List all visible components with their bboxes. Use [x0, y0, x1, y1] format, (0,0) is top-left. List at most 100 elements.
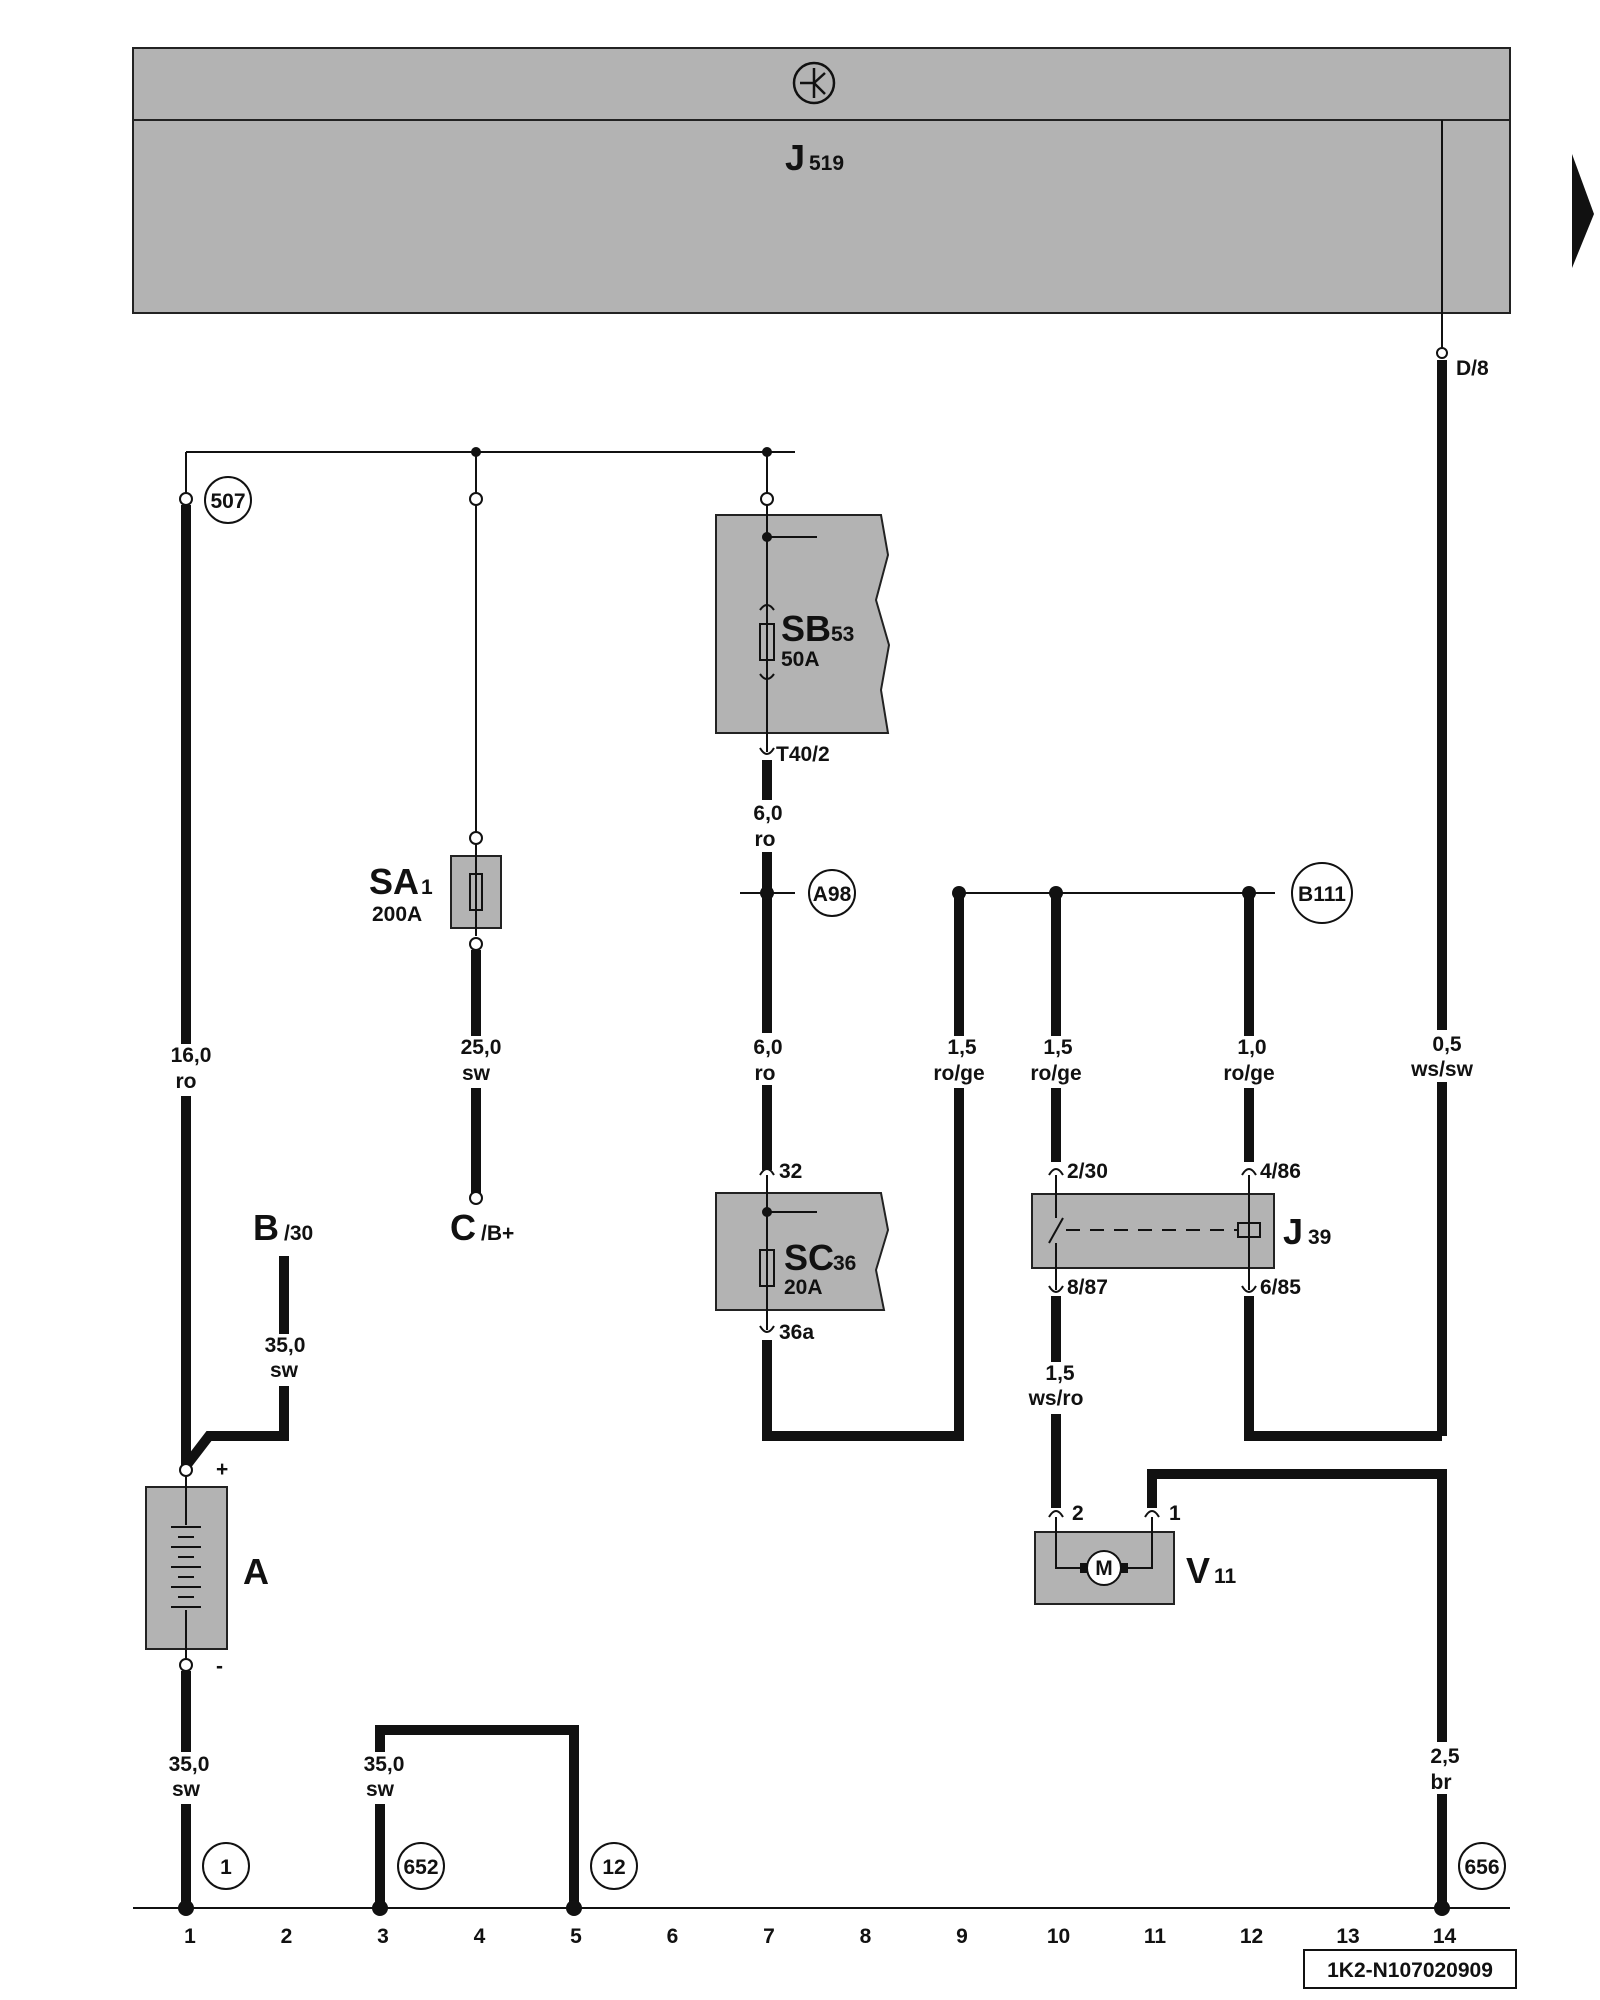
connector-icon — [1241, 1168, 1257, 1176]
battery-cells-icon — [171, 1526, 201, 1608]
wire-gauge: 6,0 — [753, 1036, 782, 1059]
connector-icon — [759, 747, 775, 755]
relay-sub: 39 — [1308, 1226, 1331, 1249]
wire-color: ro/ge — [1223, 1062, 1274, 1085]
connector-icon — [1048, 1285, 1064, 1293]
motor-label: V — [1186, 1550, 1210, 1591]
wire-35-sw-bridge — [375, 1725, 579, 1908]
top-bus — [179, 447, 795, 838]
terminal — [760, 492, 774, 506]
next-page-arrow-icon[interactable] — [1572, 154, 1594, 268]
column-number: 12 — [1240, 1925, 1263, 1948]
terminal — [179, 1463, 193, 1477]
relay-pin-6-85: 6/85 — [1260, 1276, 1301, 1299]
terminal-b-label: B — [253, 1207, 279, 1248]
diagram-code: 1K2-N107020909 — [1327, 1959, 1493, 1982]
wire-gauge: 25,0 — [461, 1036, 502, 1059]
wire-color: sw — [462, 1062, 491, 1085]
fuse-sa1-rating: 200A — [372, 903, 422, 926]
wire-gauge: 35,0 — [169, 1753, 210, 1776]
terminal — [179, 492, 193, 506]
terminal — [179, 1658, 193, 1672]
motor-sub: 11 — [1214, 1565, 1237, 1588]
wire-color: sw — [270, 1359, 299, 1382]
wire-color: sw — [366, 1778, 395, 1801]
wire-gauge: 1,5 — [1043, 1036, 1073, 1059]
column-number: 7 — [763, 1925, 775, 1948]
wire-label-bg — [352, 1752, 408, 1804]
relay-j39: 2/30 4/86 8/87 6/85 J 39 — [1031, 1160, 1331, 1299]
connector-icon — [1048, 1510, 1064, 1518]
relay-coil-icon — [1237, 1222, 1261, 1238]
ref-1: 1 — [202, 1842, 250, 1890]
control-unit-pin-d8: D/8 — [1456, 357, 1489, 380]
connector-icon — [759, 604, 775, 611]
fuse-sc36-pin-out: 36a — [779, 1321, 814, 1344]
fuse-sc36-label: SC — [784, 1237, 834, 1278]
ref-a98: A98 — [808, 869, 856, 917]
ref-12: 12 — [590, 1842, 638, 1890]
fuse-holder-sb: SB 53 50A T40/2 — [715, 505, 891, 766]
wire-label-bg — [932, 1036, 988, 1088]
wire-gauge: 1,5 — [947, 1036, 977, 1059]
column-number: 8 — [860, 1925, 872, 1948]
wire-label-bg — [168, 1044, 206, 1096]
ref-b111: B111 — [1291, 862, 1353, 924]
wire-gauge: 35,0 — [364, 1753, 405, 1776]
motor-symbol: M — [1095, 1557, 1113, 1580]
terminal — [469, 1191, 483, 1205]
connector-icon — [759, 1168, 775, 1176]
wire-sc36-to-b111 — [762, 893, 964, 1441]
battery-minus: - — [216, 1655, 223, 1678]
connector-icon — [1241, 1285, 1257, 1293]
wire-color: br — [1431, 1771, 1452, 1794]
control-unit-label: J — [785, 137, 805, 178]
wire-color: ws/ro — [1028, 1387, 1084, 1410]
electronic-component-icon — [792, 61, 836, 105]
battery-plus: + — [216, 1458, 228, 1481]
fuse-sa1-sub: 1 — [421, 876, 433, 899]
wire-label-bg — [1220, 1036, 1278, 1088]
ref-652-label: 652 — [403, 1856, 438, 1879]
fuse-icon — [759, 1249, 775, 1287]
wire-gauge: 2,5 — [1430, 1745, 1460, 1768]
wire-label-bg — [1418, 1742, 1468, 1794]
wire-gauge: 35,0 — [265, 1334, 306, 1357]
wire-color: ro — [755, 1062, 776, 1085]
terminal-b-sub: /30 — [284, 1222, 313, 1245]
terminal — [469, 492, 483, 506]
fuse-sb53-pin: T40/2 — [776, 743, 830, 766]
fuse-sb53-sub: 53 — [831, 623, 854, 646]
ref-a98-label: A98 — [813, 883, 852, 906]
wire-25-br — [1147, 1469, 1447, 1908]
wire-gauge: 0,5 — [1432, 1033, 1462, 1056]
terminal-c-label: C — [450, 1207, 476, 1248]
column-number: 3 — [377, 1925, 389, 1948]
terminal — [469, 831, 483, 845]
column-number: 13 — [1336, 1925, 1359, 1948]
battery-label: A — [243, 1551, 269, 1592]
column-number: 2 — [281, 1925, 293, 1948]
ref-507: 507 — [204, 476, 252, 524]
ref-656: 656 — [1458, 1842, 1506, 1890]
ref-507-label: 507 — [210, 490, 245, 513]
wire-label-bg — [744, 800, 792, 852]
wire-label-bg — [1027, 1036, 1085, 1088]
wire-label-bg — [1024, 1362, 1086, 1414]
column-number: 5 — [570, 1925, 582, 1948]
column-number: 11 — [1144, 1925, 1167, 1948]
ref-b111-label: B111 — [1298, 883, 1346, 906]
control-unit-j519: J 519 D/8 — [132, 47, 1511, 380]
terminal — [1436, 347, 1448, 359]
fuse-icon — [759, 623, 775, 661]
fuse-holder-sc: 32 SC 36 20A 36a — [715, 1160, 890, 1344]
connector-icon — [759, 673, 775, 680]
wire-color: sw — [172, 1778, 201, 1801]
wire-color: ro/ge — [1030, 1062, 1081, 1085]
motor-pin-1: 1 — [1169, 1502, 1181, 1525]
fuse-sb53-rating: 50A — [781, 648, 820, 671]
column-number: 14 — [1433, 1925, 1457, 1948]
connector-icon — [1048, 1168, 1064, 1176]
column-number: 1 — [184, 1925, 196, 1948]
